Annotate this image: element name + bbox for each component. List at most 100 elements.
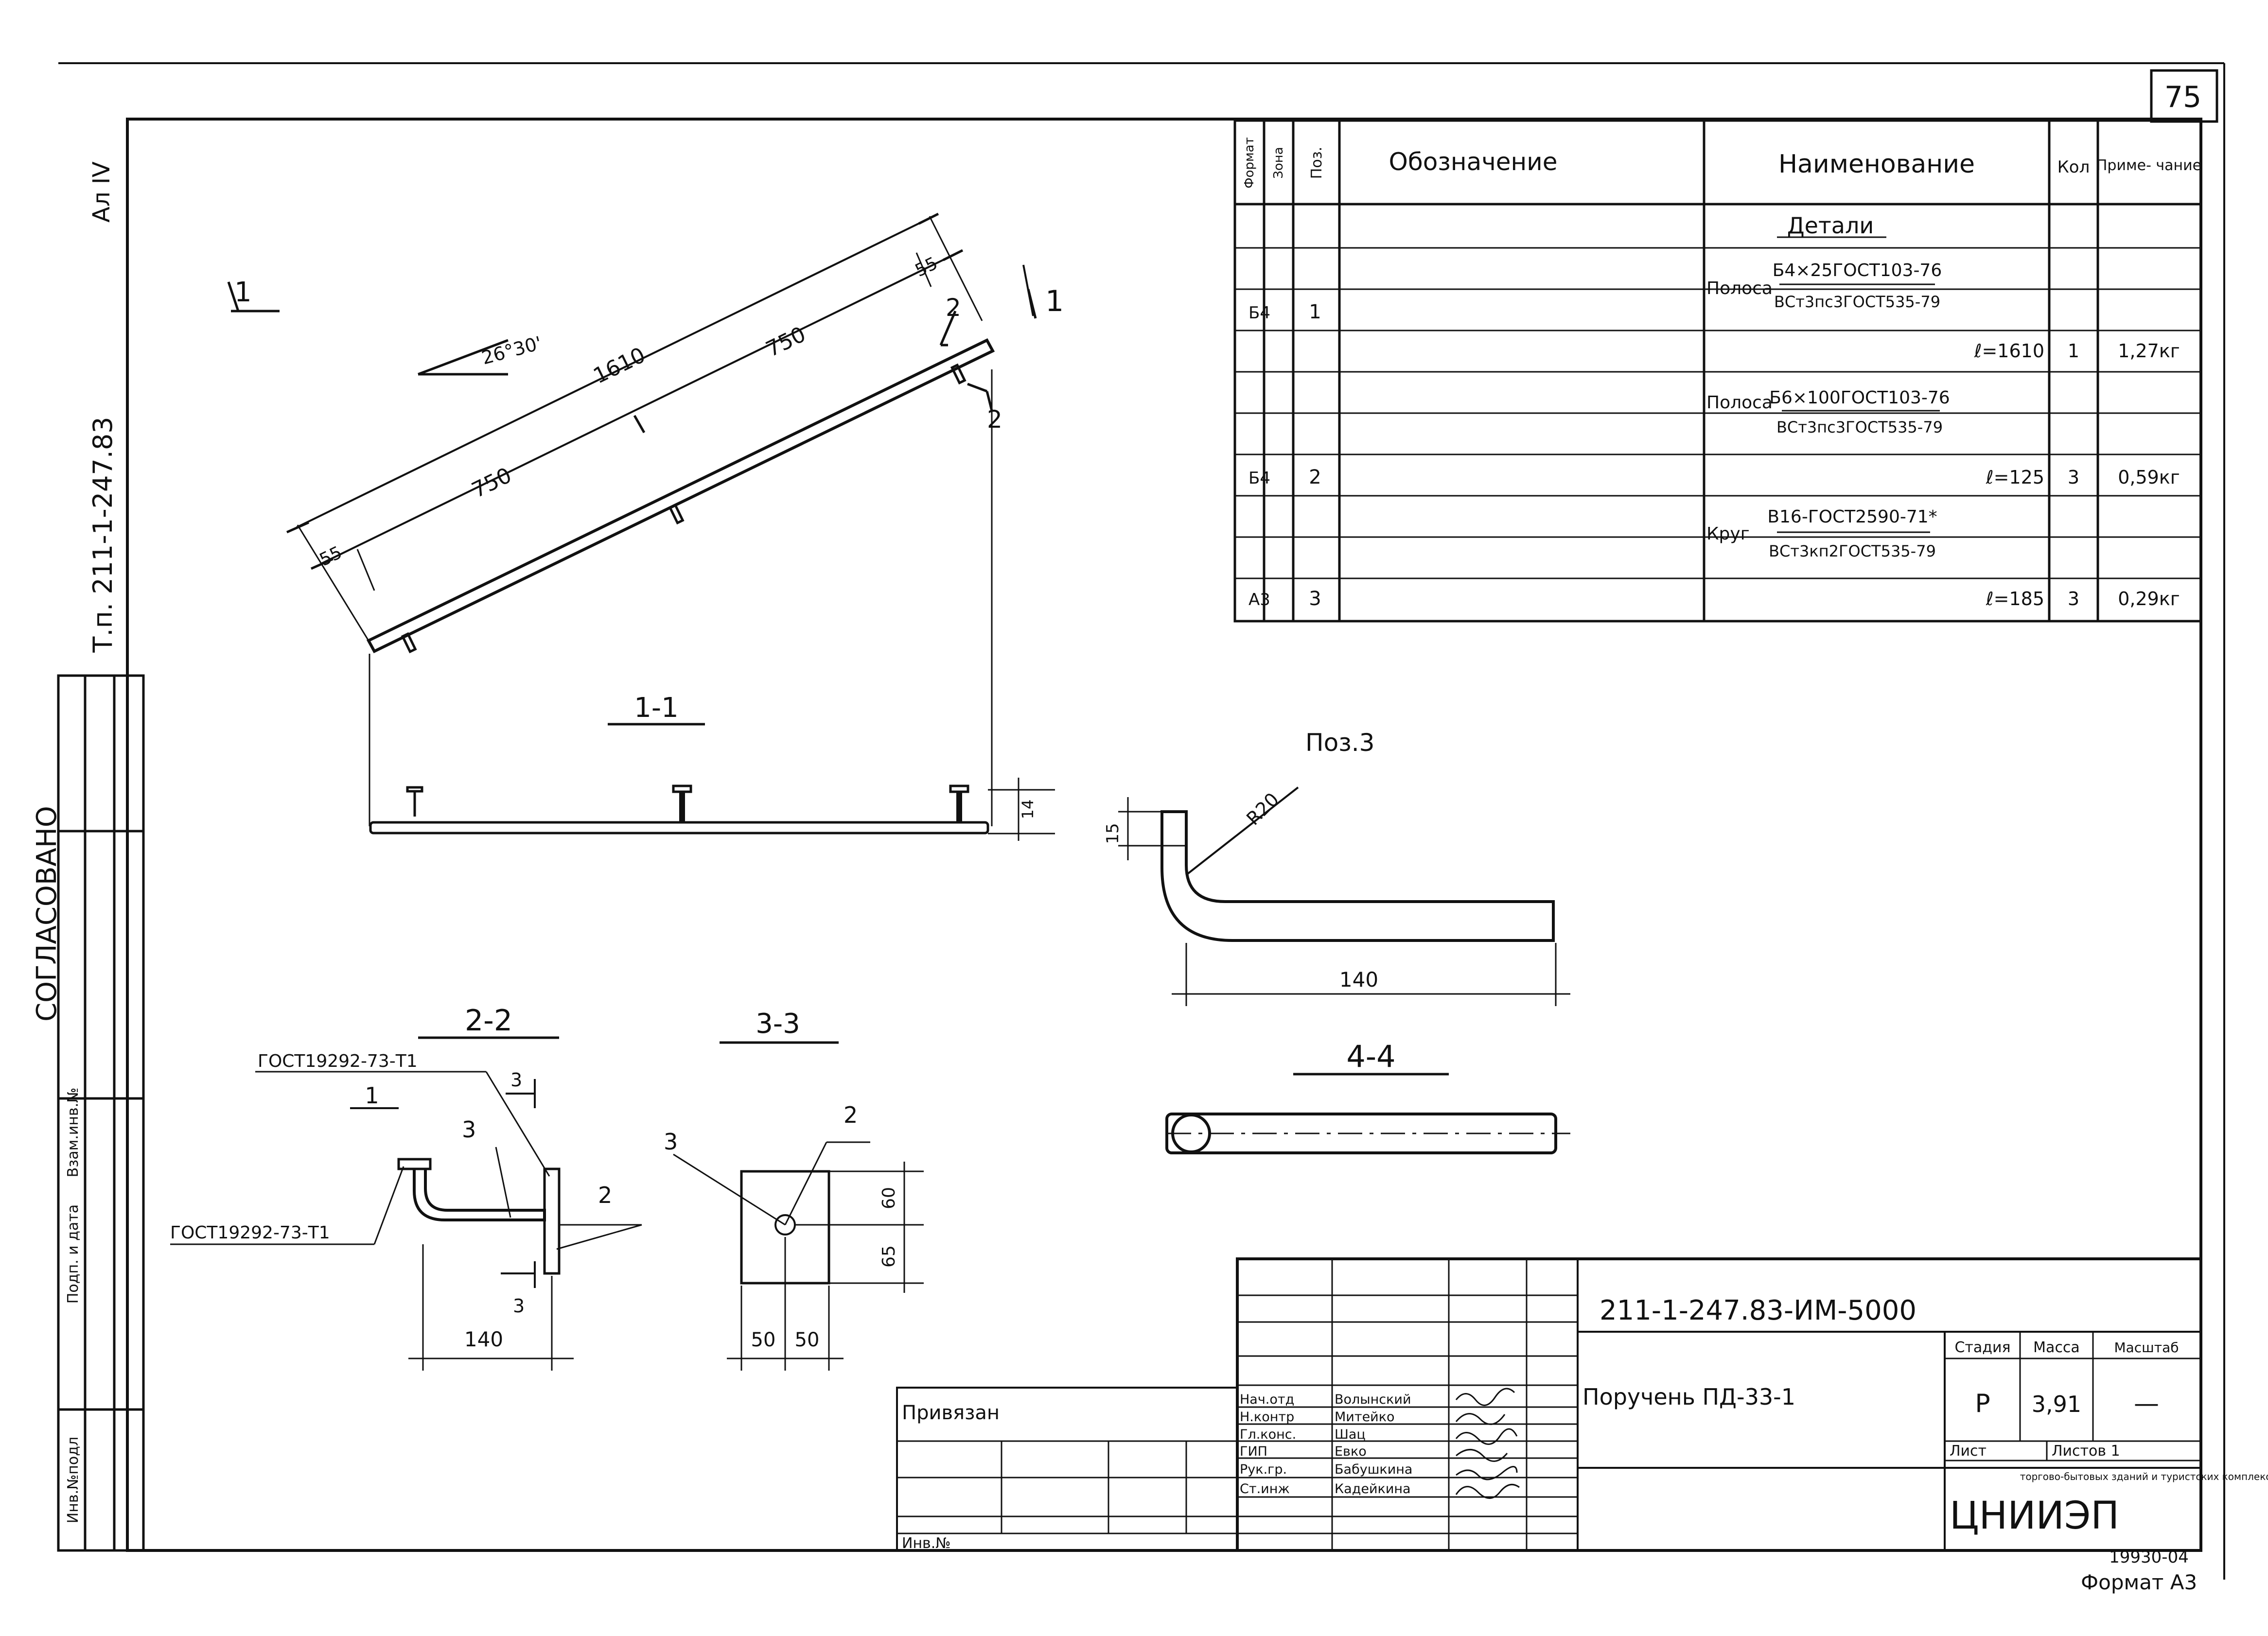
row1-note: 1,27кг (2118, 340, 2180, 362)
angle-label: 26°30' (479, 332, 544, 369)
row1-spec-bottom: ВСт3пс3ГОСТ535-79 (1774, 293, 1940, 311)
dim-750b: 750 (468, 463, 515, 503)
dim-r20: R20 (1242, 788, 1283, 829)
staff-name-3: Шац (1335, 1427, 1366, 1442)
ref-3: 3 (462, 1116, 476, 1143)
header-designation: Обозначение (1389, 148, 1558, 176)
row3-spec-bottom: ВСт3кп2ГОСТ535-79 (1769, 542, 1936, 560)
corner-mark: Ал IV (88, 161, 115, 223)
staff-name-6: Кадейкина (1335, 1481, 1411, 1497)
row3-name: Круг (1706, 524, 1750, 544)
dim-14: 14 (1019, 800, 1037, 819)
staff-name-2: Митейко (1335, 1410, 1395, 1425)
gost-label-top: ГОСТ19292-73-Т1 (258, 1051, 418, 1071)
staff-role-3: Гл.конс. (1240, 1427, 1296, 1442)
side-label-replace: Взам.инв.№ (65, 1088, 82, 1178)
doc-code: 211-1-247.83-ИМ-5000 (1600, 1295, 1916, 1326)
dim-60: 60 (879, 1187, 899, 1209)
handrail-elevation (227, 212, 1037, 826)
cut3-bottom: 3 (513, 1295, 525, 1317)
stage-value: Р (1975, 1389, 1990, 1418)
section2-marker-b: 2 (987, 405, 1002, 434)
section-title: Детали (1787, 212, 1874, 239)
section-3-3-title: 3-3 (756, 1008, 800, 1040)
ref-2: 2 (598, 1182, 612, 1208)
sheet-frame (126, 118, 2202, 1552)
section2-marker: 2 (946, 294, 961, 322)
inv-no-label: Инв.№ (902, 1535, 950, 1552)
title-block (896, 1257, 2202, 1552)
stage-label: Стадия (1954, 1339, 2010, 1356)
header-pos: Поз. (1308, 147, 1325, 179)
row2-pos: 2 (1309, 466, 1321, 488)
staff-name-4: Евко (1335, 1444, 1367, 1459)
staff-role-5: Рук.гр. (1240, 1462, 1287, 1477)
view1-marker-right: 1 (1045, 284, 1064, 318)
ref-1: 1 (365, 1082, 379, 1109)
section-4-4-title: 4-4 (1346, 1039, 1395, 1074)
side-agreed: СОГЛАСОВАНО (31, 806, 63, 1022)
org-logo: ЦНИИЭП (1950, 1494, 2119, 1538)
row2-spec-bottom: ВСт3пс3ГОСТ535-79 (1776, 418, 1943, 436)
sheet-label: Лист (1950, 1443, 1987, 1460)
section-1-1-title: 1-1 (634, 692, 678, 724)
row1-name: Полоса (1706, 278, 1773, 298)
header-qty: Кол (2057, 157, 2090, 177)
side-label-inv: Инв.№подл (65, 1437, 82, 1523)
dim-65: 65 (879, 1245, 899, 1268)
row2-format: Б4 (1248, 469, 1270, 488)
side-stamp (57, 674, 145, 1552)
staff-role-2: Н.контр (1240, 1410, 1294, 1425)
dim-total: 1610 (589, 343, 649, 389)
staff-role-4: ГИП (1240, 1444, 1267, 1459)
header-format: Формат (1242, 137, 1257, 189)
dim-50a: 50 (751, 1329, 776, 1351)
row3-spec-top: В16-ГОСТ2590-71* (1767, 507, 1937, 527)
row2-qty: 3 (2068, 467, 2079, 488)
view1-marker: 1 (234, 277, 252, 308)
staff-role-1: Нач.отд (1240, 1392, 1294, 1407)
section-1-1 (369, 723, 1055, 841)
section-3-3 (673, 1041, 924, 1371)
side-doc-code: Т.п. 211-1-247.83 (88, 417, 118, 653)
row2-spec-top: Б6×100ГОСТ103-76 (1769, 388, 1950, 408)
cut3-top: 3 (510, 1069, 522, 1091)
section-2-2-title: 2-2 (465, 1004, 512, 1038)
dim-15: 15 (1103, 823, 1123, 844)
row1-qty: 1 (2068, 340, 2079, 362)
ref-3b: 3 (664, 1129, 678, 1155)
dim-140-sec2: 140 (464, 1327, 503, 1351)
section-4-4 (1165, 1073, 1570, 1154)
row3-format: А3 (1248, 590, 1270, 609)
dim-140-pos3: 140 (1339, 968, 1378, 992)
row2-length: ℓ=125 (1986, 467, 2044, 488)
header-zone: Зона (1271, 147, 1286, 179)
row2-name: Полоса (1706, 393, 1773, 413)
sheets-label: Листов 1 (2052, 1443, 2120, 1460)
row3-length: ℓ=185 (1986, 588, 2044, 609)
order-number: 19930-04 (2109, 1548, 2189, 1567)
row1-format: Б4 (1248, 303, 1270, 323)
row1-pos: 1 (1309, 301, 1321, 323)
dim-55b: 55 (316, 542, 345, 570)
sheet-number: 75 (2164, 80, 2201, 114)
mass-value: 3,91 (2032, 1391, 2081, 1417)
signatures (1455, 1388, 1520, 1499)
header-name: Наименование (1778, 150, 1975, 179)
dim-50b: 50 (795, 1329, 820, 1351)
org-note: торгово-бытовых зданий и туристских комп… (2020, 1471, 2268, 1482)
staff-role-6: Ст.инж (1240, 1481, 1290, 1497)
section-2-2 (170, 1036, 642, 1371)
row1-spec-top: Б4×25ГОСТ103-76 (1773, 261, 1942, 280)
scale-label: Масштаб (2114, 1340, 2179, 1356)
header-note: Приме- чание (2096, 157, 2201, 174)
row3-pos: 3 (1309, 588, 1321, 610)
ref-2b: 2 (844, 1102, 858, 1128)
side-label-sign: Подп. и дата (65, 1204, 82, 1304)
row2-note: 0,59кг (2118, 467, 2180, 488)
row3-note: 0,29кг (2118, 588, 2180, 609)
scale-value: — (2134, 1389, 2159, 1418)
row1-length: ℓ=1610 (1974, 340, 2044, 362)
attached-label: Привязан (902, 1402, 1000, 1424)
